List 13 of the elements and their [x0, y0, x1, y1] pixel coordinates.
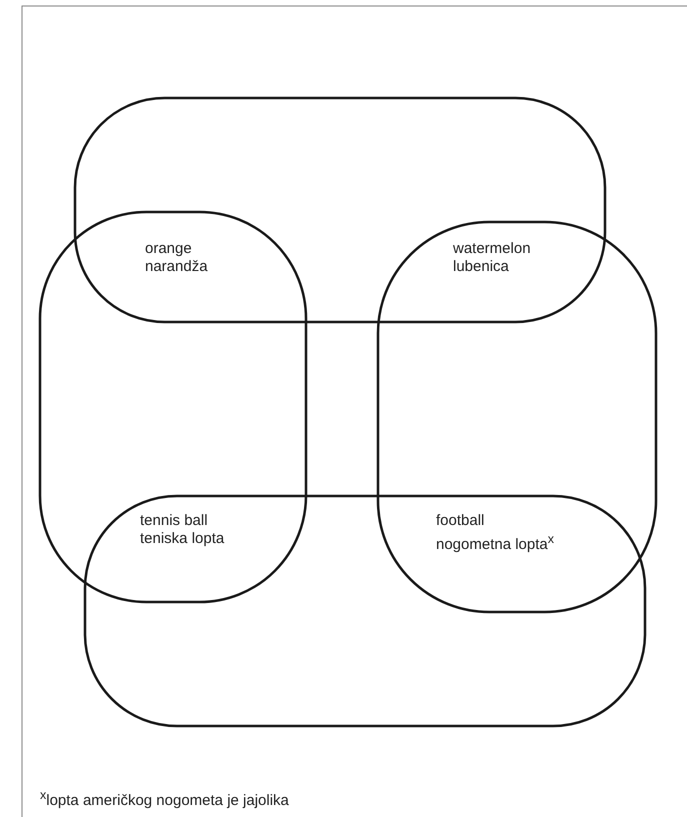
item-label: lubenica — [453, 258, 509, 276]
item-label: teniska lopta — [140, 530, 224, 548]
item-label: nogometna lopta$^{x}$ — [436, 531, 554, 554]
item-label: football — [436, 512, 484, 530]
venn-loop — [38, 210, 308, 604]
venn-loop — [74, 96, 606, 324]
item-label: orange — [145, 240, 192, 258]
item-label: watermelon — [453, 240, 531, 258]
item-label: narandža — [145, 258, 208, 276]
item-label: tennis ball — [140, 512, 208, 530]
footnote: $^{x}$lopta američkog nogometa je jajolika — [40, 787, 289, 810]
venn-loop — [84, 494, 646, 728]
venn-loop — [376, 220, 658, 614]
